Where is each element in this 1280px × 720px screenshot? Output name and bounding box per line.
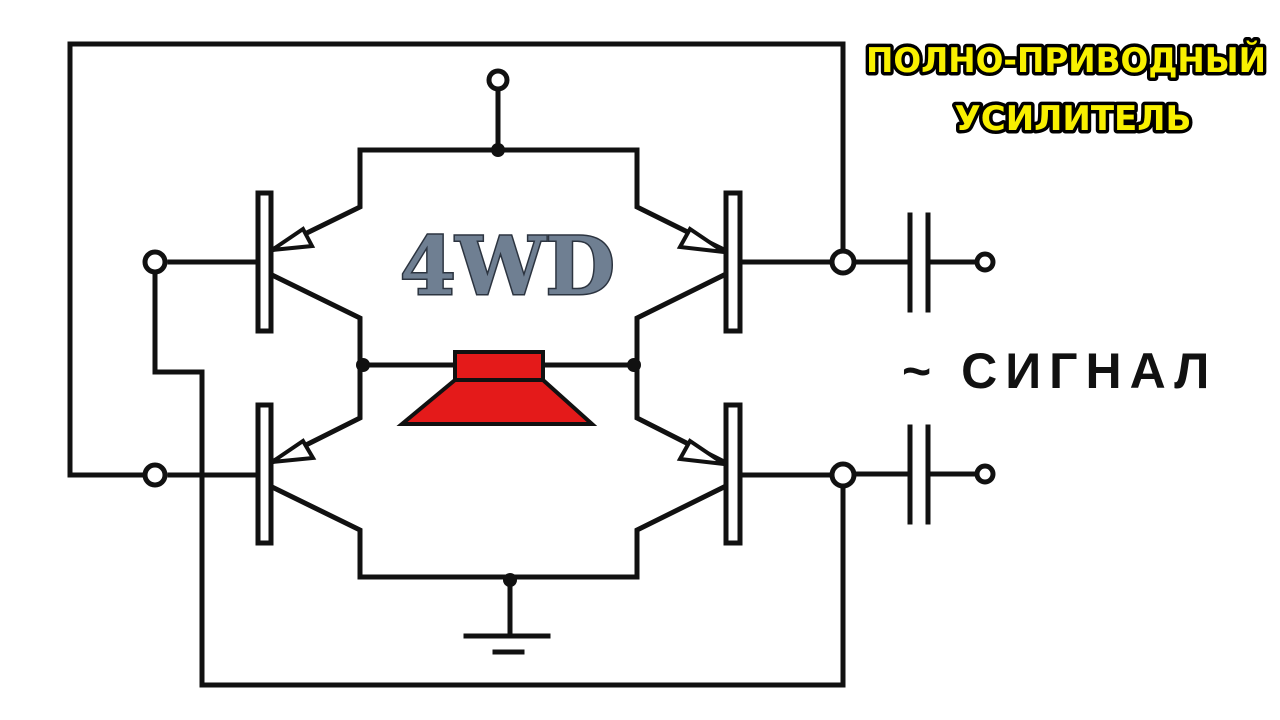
capacitor-icon-upper	[851, 212, 979, 313]
transistor-icon-lower-left	[167, 365, 363, 580]
outer-feedback-wire-bottom	[152, 259, 846, 688]
title-line-2: УСИЛИТЕЛЬ	[955, 99, 1192, 139]
output-terminal-upper-right	[829, 248, 857, 276]
transistor-icon-lower-right	[634, 365, 833, 580]
output-terminal-lower-right	[829, 461, 857, 489]
top-rail-junction	[491, 143, 505, 157]
transistor-icon-upper-right	[634, 147, 833, 371]
ground-icon	[463, 633, 551, 655]
speaker-icon	[396, 350, 598, 426]
signal-terminal-upper	[974, 251, 996, 273]
signal-label: ~ СИГНАЛ	[902, 343, 1217, 399]
outer-feedback-wire-top	[67, 41, 846, 478]
input-terminal-lower-left	[142, 462, 168, 488]
badge-4wd: 4WD	[400, 219, 615, 313]
capacitor-icon-lower	[851, 424, 979, 525]
bottom-rail-junction	[503, 573, 517, 587]
signal-terminal-lower	[974, 463, 996, 485]
transistor-icon-upper-left	[167, 147, 363, 371]
input-terminal-upper-left	[142, 249, 168, 275]
title-line-1: ПОЛНО-ПРИВОДНЫЙ	[866, 40, 1266, 81]
supply-terminal	[486, 68, 510, 92]
